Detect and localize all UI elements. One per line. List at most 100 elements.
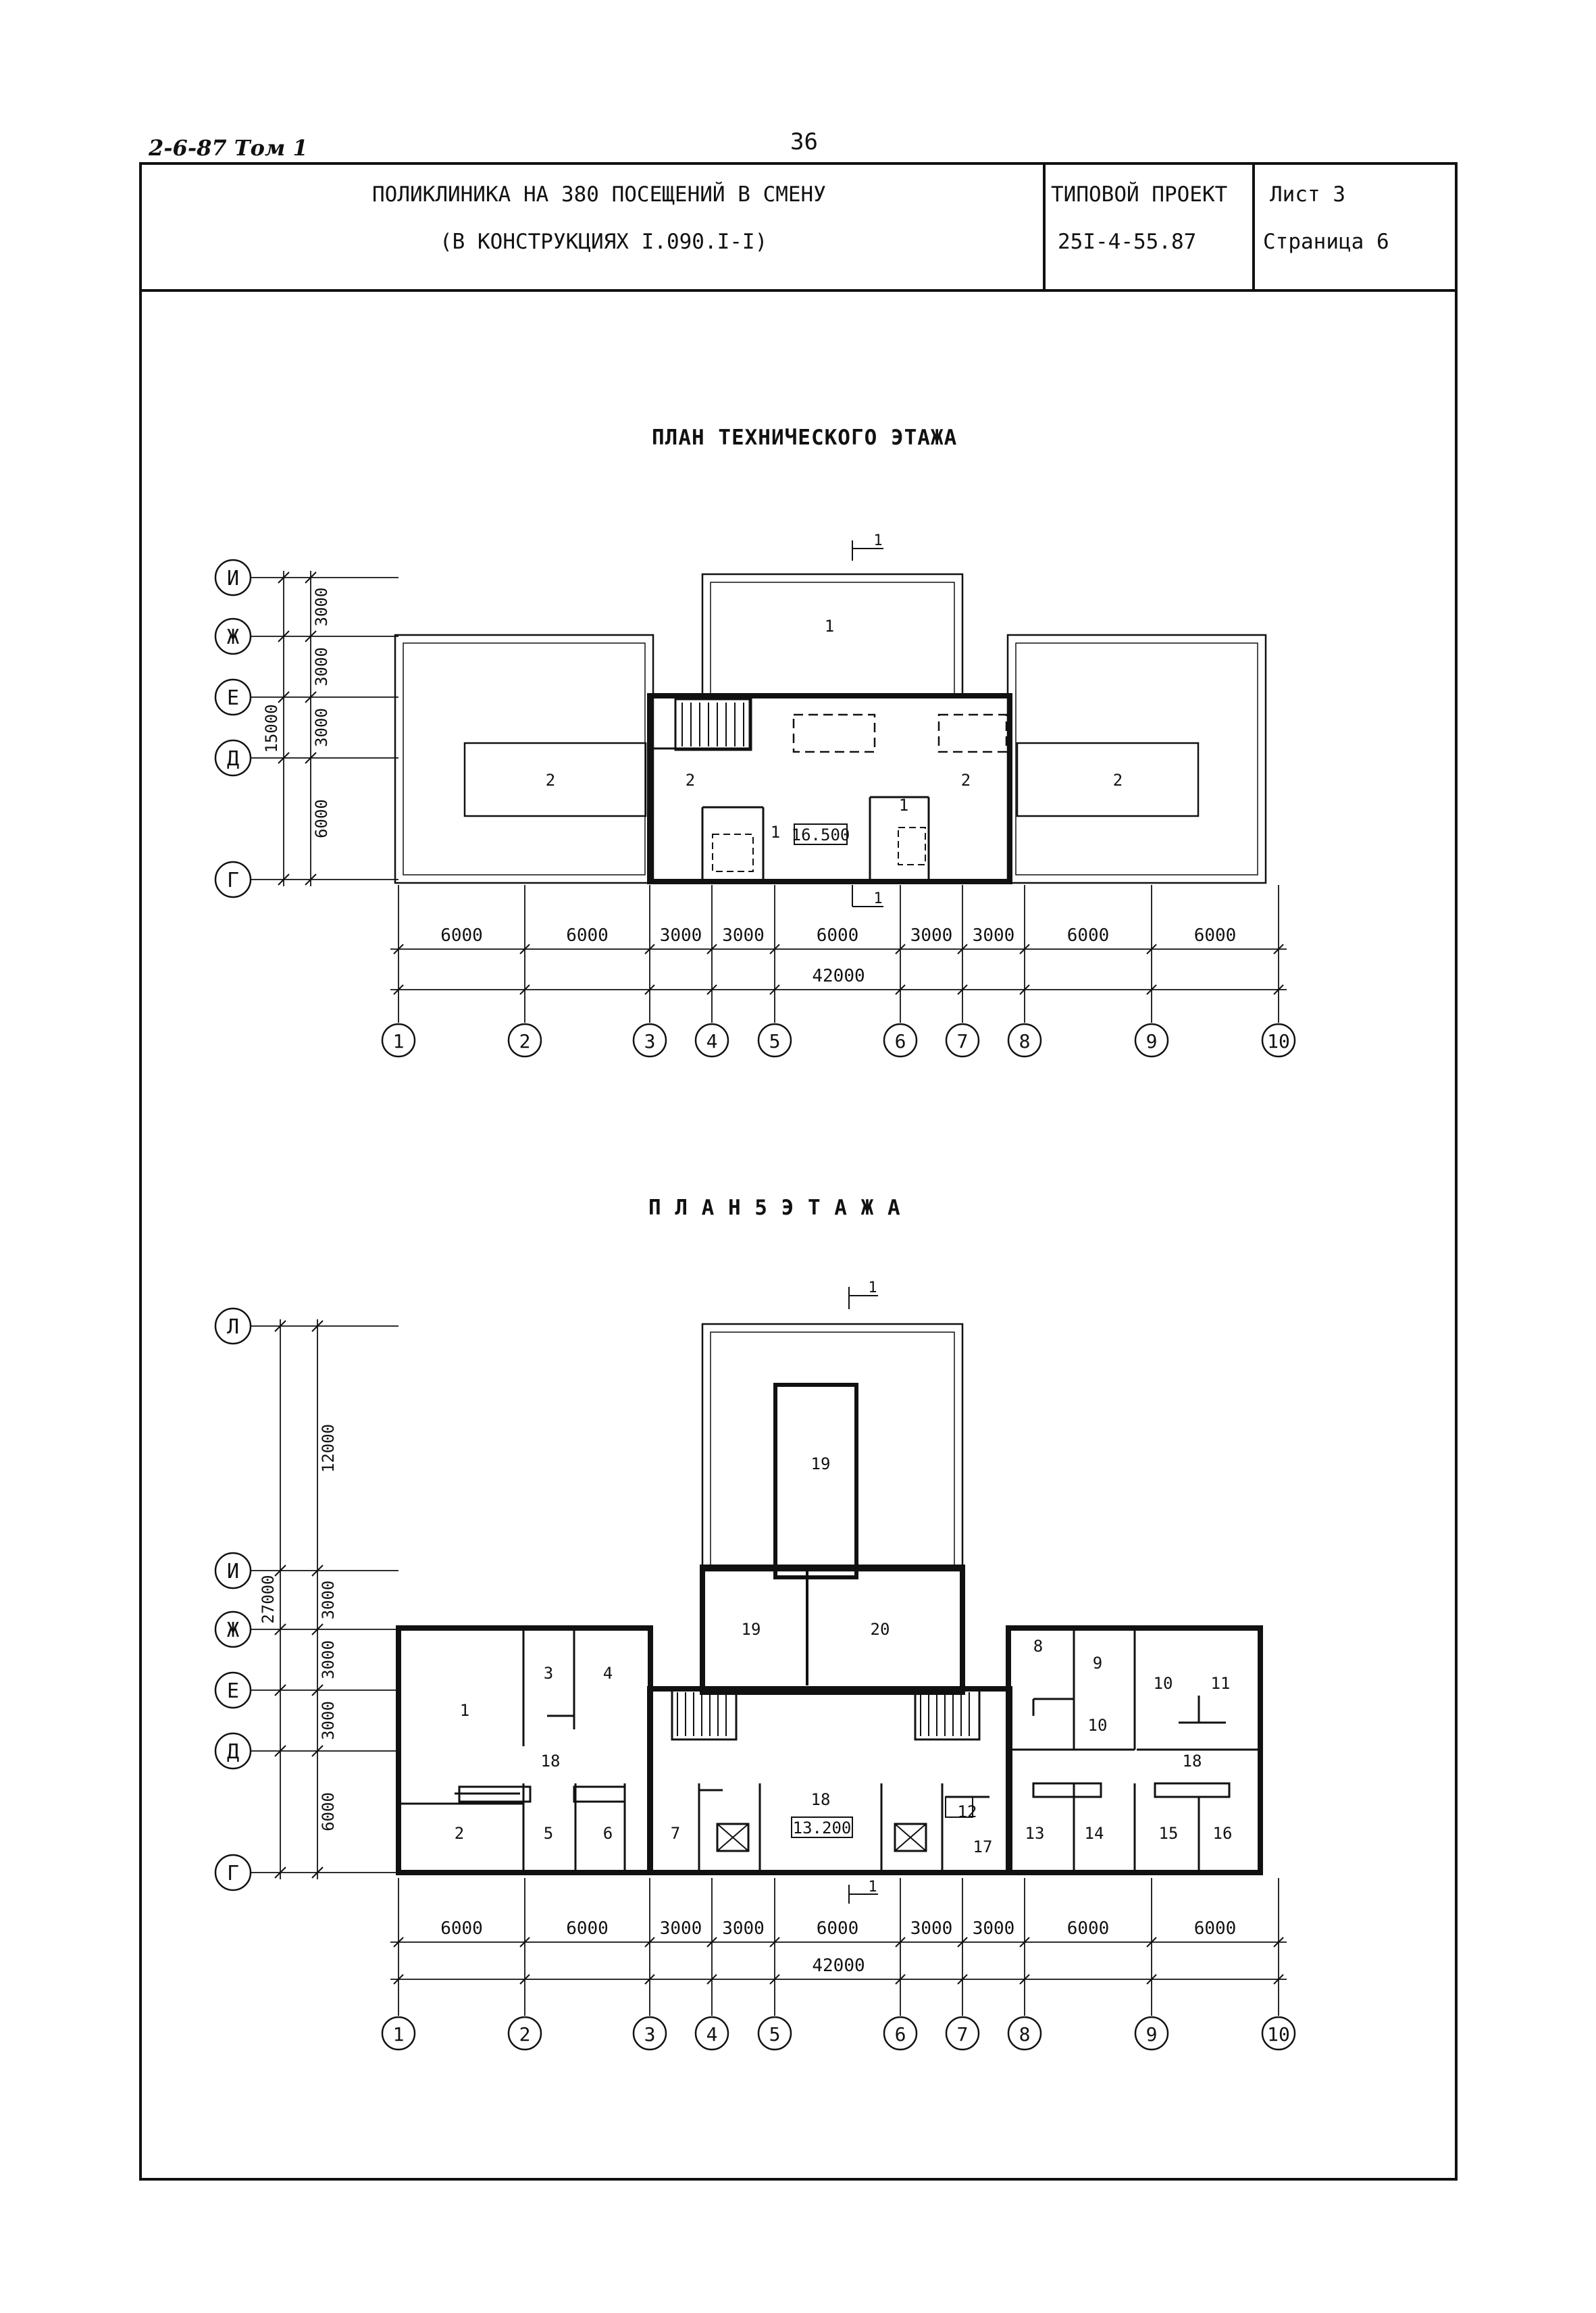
axis-row-Е-label: Е — [227, 1679, 239, 1703]
room-label-13: 13 — [1025, 1824, 1045, 1843]
dimension-tick — [957, 1974, 968, 1985]
axis-col-8-bubble — [1007, 1023, 1042, 1058]
dimension-col-0: 6000 — [440, 925, 483, 946]
equipment-dashed — [712, 834, 754, 872]
elevation-1: 16.500 — [792, 825, 850, 844]
dimension-row-2: 3000 — [312, 708, 331, 747]
axis-col-4-label: 4 — [706, 2023, 718, 2045]
room-label-15: 15 — [1159, 1824, 1179, 1843]
core-block — [647, 693, 1012, 884]
axis-col-5-label: 5 — [769, 1030, 781, 1052]
room-label-18: 18 — [811, 1790, 831, 1809]
axis-col-6-label: 6 — [895, 1030, 906, 1052]
dimension-tick — [393, 1937, 404, 1948]
axis-row-Г-label: Г — [227, 869, 239, 892]
axis-col-9-label: 9 — [1146, 2023, 1158, 2045]
room-label-5: 5 — [544, 1824, 553, 1843]
dimension-tick — [393, 984, 404, 995]
roof-parapet-left-inner — [403, 642, 646, 875]
dimension-col-3: 3000 — [722, 925, 765, 946]
section-mark-label: 1 — [873, 532, 882, 549]
axis-col-5-bubble — [757, 2016, 792, 2051]
dimension-tick — [1146, 1937, 1157, 1948]
axis-row-Г-label: Г — [227, 1862, 239, 1885]
room-label-10: 10 — [1088, 1716, 1108, 1735]
dimension-tick — [957, 1937, 968, 1948]
dimension-tick — [1273, 984, 1284, 995]
axis-row-Ж-label: Ж — [227, 1619, 239, 1642]
lift-left — [716, 1823, 750, 1852]
elevation-box-1 — [794, 823, 848, 845]
room-label-2: 2 — [686, 771, 695, 790]
axis-col-6-label: 6 — [895, 2023, 906, 2045]
dimension-tick — [644, 984, 655, 995]
dimension-tick — [706, 1974, 717, 1985]
roof-parapet-top-inner — [710, 582, 955, 696]
axis-row-Л-label: Л — [227, 1315, 239, 1339]
dimension-col-3: 3000 — [722, 1918, 765, 1939]
axis-col-1-label: 1 — [393, 2023, 405, 2045]
equipment-dashed — [792, 713, 876, 753]
main-block-center — [647, 1686, 1012, 1875]
dimension-col-0: 6000 — [440, 1918, 483, 1939]
room-label-11: 11 — [1211, 1674, 1231, 1693]
roof-parapet-top-inner — [710, 1331, 955, 1571]
dimension-tick — [1273, 944, 1284, 955]
wardrobe — [1032, 1782, 1102, 1798]
room-12-box — [945, 1796, 973, 1818]
room-label-8: 8 — [1033, 1637, 1043, 1656]
dimension-tick — [957, 944, 968, 955]
dimension-total: 42000 — [812, 1956, 865, 1976]
axis-col-2-bubble — [507, 1023, 542, 1058]
section-mark-label: 1 — [868, 1279, 877, 1296]
dimension-tick — [1146, 944, 1157, 955]
stair — [674, 698, 752, 751]
room-19-upper — [773, 1383, 858, 1579]
roof-parapet-top — [701, 1323, 964, 1572]
axis-col-5-bubble — [757, 1023, 792, 1058]
axis-col-1-bubble — [381, 1023, 416, 1058]
dimension-tick — [519, 1937, 530, 1948]
axis-col-2-bubble — [507, 2016, 542, 2051]
axis-col-8-bubble — [1007, 2016, 1042, 2051]
dimension-tick — [1273, 1974, 1284, 1985]
roof-parapet-left — [394, 634, 654, 884]
room-label-1: 1 — [825, 617, 834, 636]
axis-col-7-label: 7 — [957, 1030, 969, 1052]
dimension-col-5: 3000 — [910, 1918, 953, 1939]
axis-row-И-label: И — [227, 567, 239, 590]
room-label-1: 1 — [771, 823, 780, 842]
room-label-1: 1 — [460, 1701, 469, 1720]
dimension-row-total: 15000 — [262, 704, 281, 753]
dimension-col-7: 6000 — [1067, 925, 1110, 946]
axis-row-Е-label: Е — [227, 686, 239, 710]
dimension-col-4: 6000 — [817, 1918, 859, 1939]
axis-col-5-label: 5 — [769, 2023, 781, 2045]
room-label-6: 6 — [603, 1824, 613, 1843]
dimension-tick — [644, 1937, 655, 1948]
dimension-tick — [1019, 1937, 1030, 1948]
sheet-number: Лист 3 — [1270, 182, 1345, 207]
axis-col-8-label: 8 — [1019, 1030, 1031, 1052]
dimension-col-1: 6000 — [566, 1918, 609, 1939]
axis-row-Ж-label: Ж — [227, 626, 239, 649]
axis-col-10-label: 10 — [1267, 1030, 1290, 1052]
dimension-tick — [644, 1974, 655, 1985]
dimension-col-2: 3000 — [660, 925, 702, 946]
lift-cross — [717, 1823, 749, 1852]
axis-col-10-label: 10 — [1267, 2023, 1290, 2045]
dimension-tick — [393, 944, 404, 955]
room-label-12: 12 — [958, 1802, 977, 1821]
dimension-tick — [895, 984, 906, 995]
axis-col-7-bubble — [945, 2016, 980, 2051]
axis-col-2-label: 2 — [519, 1030, 531, 1052]
room-label-2: 2 — [455, 1824, 464, 1843]
axis-col-1-bubble — [381, 2016, 416, 2051]
dimension-tick — [644, 944, 655, 955]
room-label-19: 19 — [742, 1620, 761, 1639]
dimension-col-1: 6000 — [566, 925, 609, 946]
wardrobe — [573, 1785, 626, 1803]
stair-left — [671, 1687, 738, 1741]
axis-row-Д-label: Д — [227, 747, 239, 771]
